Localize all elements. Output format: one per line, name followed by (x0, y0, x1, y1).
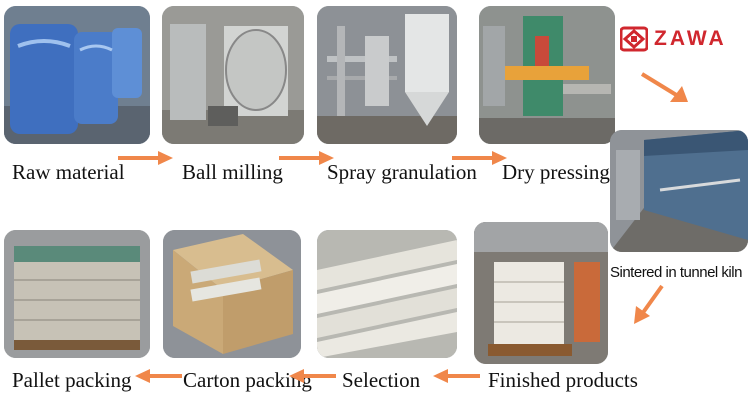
zawa-logo-icon (620, 26, 648, 52)
carton-packing-photo (163, 230, 301, 358)
step-label-spray-granulation: Spray granulation (327, 160, 477, 184)
step-label-pallet-packing: Pallet packing (12, 368, 132, 392)
step-label-sintered: Sintered in tunnel kiln (610, 264, 742, 281)
step-label-ball-milling: Ball milling (182, 160, 283, 184)
arrow-left-icon (288, 368, 336, 384)
arrow-down-left-icon (632, 284, 666, 326)
arrow-right-icon (118, 150, 174, 166)
arrow-right-icon (452, 150, 508, 166)
raw-material-photo (4, 6, 150, 144)
tunnel-kiln-photo (610, 130, 748, 252)
brand-name: ZAWA (654, 27, 727, 50)
dry-pressing-photo (479, 6, 615, 144)
pallet-packing-photo (4, 230, 150, 358)
arrow-right-icon (279, 150, 335, 166)
spray-granulation-photo (317, 6, 457, 144)
step-label-raw-material: Raw material (12, 160, 125, 184)
step-label-finished-products: Finished products (488, 368, 638, 392)
selection-photo (317, 230, 457, 358)
step-label-carton-packing: Carton packing (183, 368, 312, 392)
finished-products-photo (474, 222, 608, 364)
step-label-dry-pressing: Dry pressing (502, 160, 610, 184)
arrow-left-icon (134, 368, 182, 384)
step-label-selection: Selection (342, 368, 421, 392)
zawa-logo: ZAWA (620, 24, 745, 54)
arrow-left-icon (432, 368, 480, 384)
ball-milling-photo (162, 6, 304, 144)
arrow-down-right-icon (640, 72, 690, 104)
